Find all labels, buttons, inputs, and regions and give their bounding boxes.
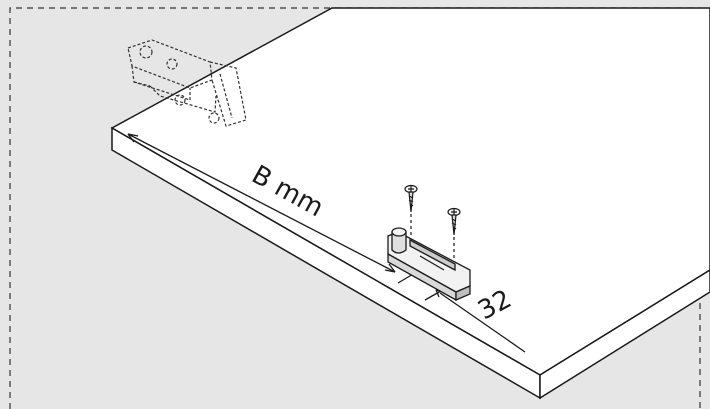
hinge-icon: [127, 39, 247, 127]
mounting-plate-icon: [387, 227, 471, 302]
dimension-b-line: [127, 133, 396, 273]
screw-icon-right: [447, 207, 461, 262]
screw-icon-left: [404, 184, 418, 236]
